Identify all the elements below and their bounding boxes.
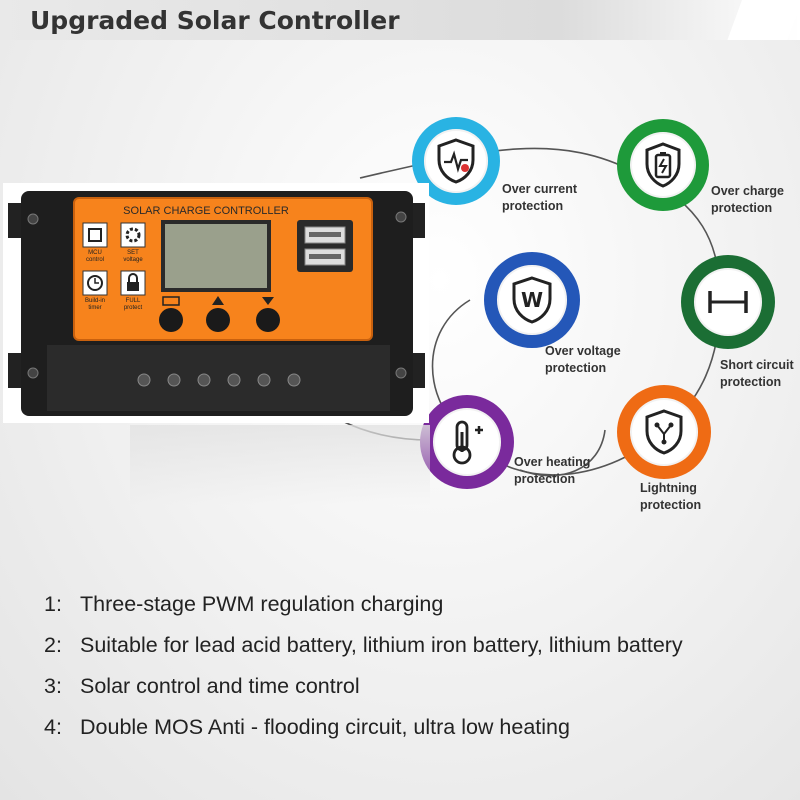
controller-image: SOLAR CHARGE CONTROLLER MCU control SET …: [3, 183, 429, 423]
thermometer-plus-icon: [452, 420, 483, 465]
badge-lightning: [617, 385, 711, 479]
brand-text: SOLAR CHARGE CONTROLLER: [123, 205, 289, 217]
solar-controller-device: SOLAR CHARGE CONTROLLER MCU control SET …: [8, 191, 425, 416]
svg-text:protect: protect: [124, 305, 143, 311]
list-item: 3:Solar control and time control: [44, 674, 360, 698]
list-item: 2:Suitable for lead acid battery, lithiu…: [44, 633, 683, 657]
svg-text:W: W: [521, 288, 543, 312]
reflection: [130, 425, 430, 505]
svg-text:MCU: MCU: [88, 250, 102, 256]
svg-text:control: control: [86, 257, 104, 263]
svg-text:SET: SET: [127, 250, 139, 256]
shield-lightning-icon: [645, 409, 683, 455]
svg-text:voltage: voltage: [123, 257, 143, 263]
badge-over-current: [412, 117, 500, 205]
badge-over-heating: [420, 395, 514, 489]
short-circuit-icon: [708, 290, 748, 313]
svg-text:timer: timer: [88, 305, 101, 311]
badge-over-charge: [617, 119, 709, 211]
badge-over-voltage: W: [484, 252, 580, 348]
shield-w-icon: W: [512, 276, 552, 324]
shield-heartbeat-icon: [437, 138, 475, 184]
badge-short-circuit: [681, 255, 775, 349]
shield-battery-icon: [645, 142, 681, 188]
list-item: 1:Three-stage PWM regulation charging: [44, 592, 444, 616]
feature-list: 1:Three-stage PWM regulation charging 2:…: [44, 588, 683, 752]
title-banner: [0, 0, 800, 40]
svg-text:FULL: FULL: [126, 298, 141, 304]
list-item: 4:Double MOS Anti - flooding circuit, ul…: [44, 715, 570, 739]
page-title: Upgraded Solar Controller: [30, 6, 400, 35]
svg-text:Build-in: Build-in: [85, 298, 105, 304]
